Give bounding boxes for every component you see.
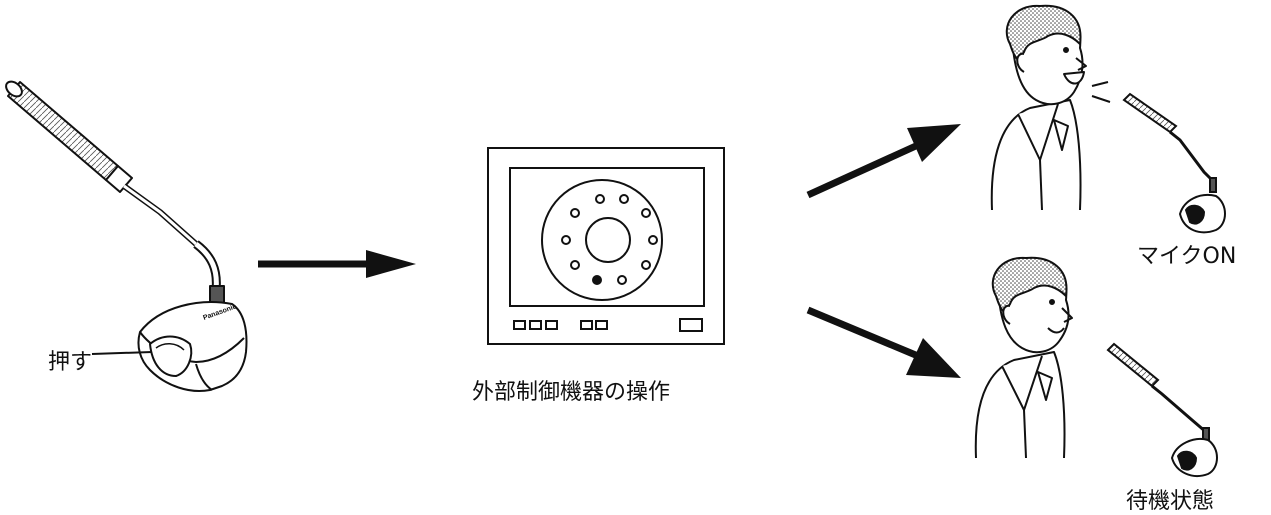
standby-label: 待機状態 <box>1126 489 1215 514</box>
press-label: 押す <box>48 350 93 375</box>
person-icon <box>990 4 1111 211</box>
arrow-icon <box>258 250 416 278</box>
gooseneck-microphone-icon <box>1106 342 1218 477</box>
arrow-icon <box>806 124 961 199</box>
control-panel-icon <box>487 147 725 345</box>
gooseneck-microphone-icon: Panasonic <box>5 80 248 392</box>
gooseneck-microphone-icon <box>1122 92 1226 234</box>
external-control-label: 外部制御機器の操作 <box>472 380 671 405</box>
mic-on-label: マイクON <box>1137 244 1237 269</box>
arrow-icon <box>806 306 961 378</box>
person-icon <box>974 256 1073 459</box>
press-pointer-line <box>91 351 153 355</box>
